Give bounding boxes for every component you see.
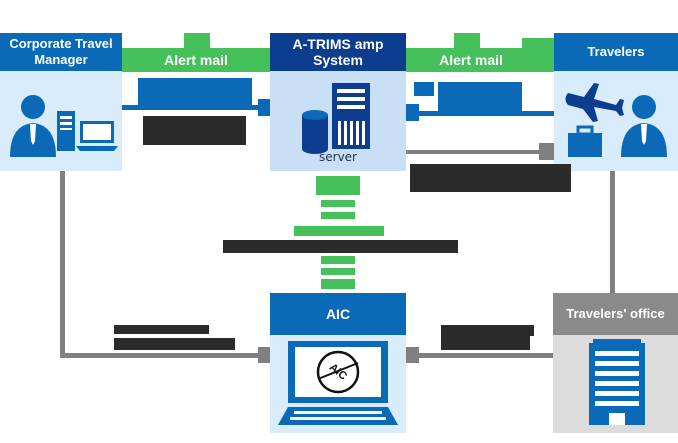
redacted-label-right [410, 164, 571, 192]
connector-end-atrims-right [406, 104, 419, 121]
atrims-header: A-TRIMS amp System [270, 33, 406, 71]
server-rack-icon [332, 83, 370, 149]
travelers-illustration [565, 83, 667, 157]
alert-tab-right [454, 33, 480, 49]
mail-icon-small-right [414, 82, 434, 96]
connector-atrims-to-travelers [406, 111, 554, 116]
corporate-manager-header: Corporate Travel Manager [0, 33, 122, 71]
database-icon [302, 110, 328, 154]
arrow-block-5 [321, 256, 355, 264]
mail-box-left [138, 78, 252, 108]
travelers-title: Travelers [587, 44, 645, 59]
mail-box-right [438, 82, 522, 112]
arrow-block-1 [316, 176, 360, 195]
arrow-block-2 [321, 200, 355, 207]
redacted-label-bottom-left-1 [114, 325, 209, 334]
connector-travelers-down [610, 170, 615, 295]
person-icon [10, 95, 56, 157]
redacted-label-left [143, 116, 246, 145]
corporate-manager-illustration [10, 95, 118, 157]
keyboard-icon [278, 407, 398, 425]
aic-illustration: AIC [278, 341, 398, 425]
connector-end-aic-left [258, 347, 272, 363]
arrow-block-7 [321, 279, 355, 289]
person-icon [621, 95, 667, 157]
redacted-label-bottom-right-1 [441, 325, 534, 336]
redacted-label-center [223, 240, 458, 253]
connector-end-travelers [539, 143, 554, 160]
connector-end-aic-right [405, 347, 419, 363]
office-illustration [589, 339, 645, 425]
atrims-panel [270, 71, 406, 171]
connector-office-to-aic [408, 353, 554, 358]
alert-mail-left-label: Alert mail [164, 52, 228, 68]
aic-header: AIC [270, 293, 406, 335]
connector-end-atrims-left [258, 99, 271, 116]
alert-mail-right: Alert mail [406, 48, 536, 72]
redacted-label-bottom-right-2 [441, 336, 530, 350]
aic-title: AIC [325, 306, 351, 322]
alert-mail-left: Alert mail [122, 48, 270, 72]
atrims-title: A-TRIMS amp System [292, 36, 384, 68]
alert-mail-right-label: Alert mail [439, 52, 503, 68]
arrow-block-6 [321, 268, 355, 275]
travelers-header: Travelers [554, 33, 678, 71]
office-header: Travelers' office [553, 293, 678, 335]
aic-panel: AIC [270, 335, 406, 433]
atrims-illustration [302, 83, 370, 154]
airplane-icon [565, 83, 624, 122]
alert-tab-left [184, 33, 210, 49]
connector-manager-down [60, 170, 65, 358]
corporate-manager-title: Corporate Travel Manager [9, 36, 113, 67]
server-label: server [319, 150, 357, 164]
travelers-panel [554, 71, 678, 171]
connector-travelers-to-atrims [406, 150, 540, 154]
corporate-manager-panel [0, 71, 122, 171]
office-title: Travelers' office [566, 306, 665, 321]
redacted-label-bottom-left-2 [114, 338, 235, 350]
connector-manager-to-aic [60, 353, 270, 358]
briefcase-icon [568, 125, 602, 157]
aic-logo-icon: AIC [316, 350, 360, 394]
computer-tower-icon [57, 111, 75, 151]
arrow-block-4 [294, 226, 384, 236]
office-panel [553, 335, 678, 433]
arrow-block-3 [321, 212, 355, 219]
laptop-icon [76, 121, 118, 151]
office-building-icon [589, 339, 645, 425]
